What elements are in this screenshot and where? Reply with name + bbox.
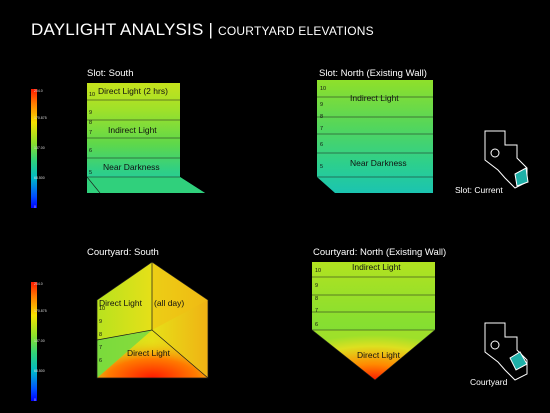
scale-tick: 137.00 [34,146,45,150]
row-label: 9 [99,319,102,325]
scale-tick: 68.500 [34,176,45,180]
scale-tick: 0 [34,398,36,402]
scale-tick: 0 [34,205,36,209]
slot-south-elevation: 10 9 8 7 6 5 Direct Light (2 hrs) Indire… [86,83,205,194]
panel-label-courtyard-south: Courtyard: South [87,247,159,258]
key-plan-courtyard [484,322,528,381]
scale-tick: 68.500 [34,369,45,373]
title-subtitle: COURTYARD ELEVATIONS [218,24,374,38]
row-label: 7 [315,308,318,314]
row-label: 9 [89,110,92,116]
row-label: 6 [315,322,318,328]
row-label: 5 [89,170,92,176]
annotation-indirect-light: Indirect Light [352,262,401,272]
row-label: 7 [320,126,323,132]
color-scale-bottom [31,282,37,401]
row-label: 8 [315,296,318,302]
annotation-near-darkness: Near Darkness [350,158,407,168]
row-label: 10 [320,86,326,92]
row-label: 9 [315,283,318,289]
courtyard-north-elevation: 10 9 8 7 6 Indirect Light Direct Light [311,262,436,381]
row-label: 6 [320,142,323,148]
panel-label-courtyard-north: Courtyard: North (Existing Wall) [313,247,447,258]
row-label: 8 [320,114,323,120]
row-label: 7 [89,130,92,136]
annotation-indirect-light: Indirect Light [108,125,157,135]
scale-tick: 204.0 [34,89,43,93]
row-label: 7 [99,345,102,351]
key-label-slot: Slot: Current [455,185,503,195]
annotation-near-darkness: Near Darkness [103,162,160,172]
scale-tick: 137.00 [34,339,45,343]
row-label: 8 [99,332,102,338]
scale-tick: 204.0 [34,282,43,286]
annotation-indirect-light: Indirect Light [350,93,399,103]
row-label: 10 [89,92,95,98]
title-main: DAYLIGHT ANALYSIS [31,20,204,39]
scale-tick: 170.875 [34,309,47,313]
annotation-direct-light: Direct Light [357,350,401,360]
key-plan-slot [484,130,529,189]
row-label: 5 [320,164,323,170]
annotation-direct-light-bottom: Direct Light [127,348,171,358]
color-scale-top [31,89,37,208]
row-label: 6 [89,148,92,154]
courtyard-south-elevation: 10 9 8 7 6 Direct Light (all day) Direct… [96,261,209,379]
title-separator: | [208,20,214,39]
annotation-direct-light: Direct Light (2 hrs) [98,86,168,96]
annotation-direct-light: Direct Light [99,298,143,308]
row-label: 6 [99,358,102,364]
slot-north-elevation: 10 9 8 7 6 5 Indirect Light Near Darknes… [317,80,433,193]
row-label: 10 [315,268,321,274]
annotation-all-day: (all day) [154,298,184,308]
key-label-courtyard: Courtyard [470,377,508,387]
row-label: 10 [99,306,105,312]
row-label: 8 [89,120,92,126]
panel-label-slot-south: Slot: South [87,68,134,79]
scale-tick: 170.875 [34,116,47,120]
page-title: DAYLIGHT ANALYSIS | COURTYARD ELEVATIONS [31,20,374,40]
row-label: 9 [320,102,323,108]
panel-label-slot-north: Slot: North (Existing Wall) [319,68,427,79]
